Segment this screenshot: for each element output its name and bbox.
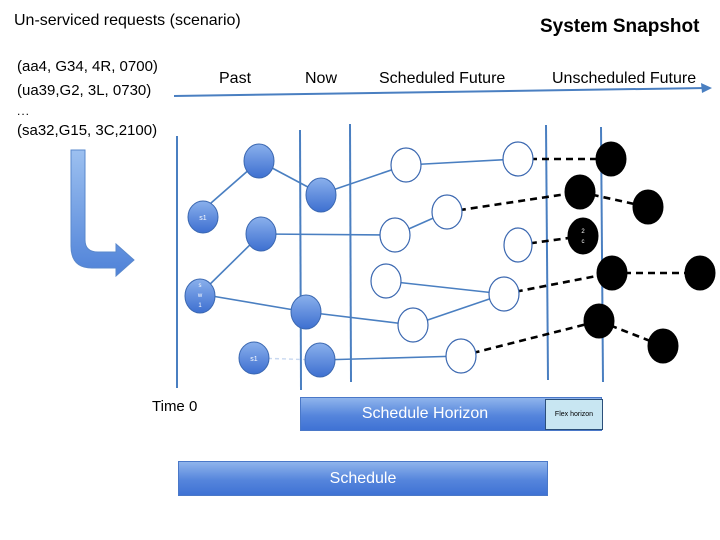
node-label-sw1: s bbox=[199, 283, 202, 289]
node-white bbox=[488, 276, 520, 312]
node-blue bbox=[304, 342, 336, 378]
now-line-left bbox=[299, 129, 302, 391]
node-blue bbox=[187, 200, 219, 234]
node-blue bbox=[290, 294, 322, 330]
phase-label-unscheduled-future: Unscheduled Future bbox=[552, 70, 697, 87]
solid-edges bbox=[199, 158, 519, 361]
request-ellipsis: ... bbox=[17, 104, 31, 118]
node-black bbox=[564, 174, 596, 210]
node-white bbox=[445, 338, 477, 374]
past-nodes bbox=[184, 143, 337, 378]
scenario-title: Un-serviced requests (scenario) bbox=[14, 12, 241, 29]
node-black bbox=[567, 217, 599, 255]
node-black bbox=[595, 141, 627, 177]
phase-label-scheduled-future: Scheduled Future bbox=[379, 70, 506, 87]
schedule-bar: Schedule bbox=[178, 461, 548, 496]
node-blue bbox=[305, 177, 337, 213]
node-label-s1: s1 bbox=[199, 215, 207, 222]
node-blue bbox=[184, 278, 216, 314]
request-item: (sa32,G15, 3C,2100) bbox=[17, 122, 158, 139]
snapshot-title: System Snapshot bbox=[540, 16, 700, 37]
node-black bbox=[647, 328, 679, 364]
node-label-sw1: 1 bbox=[198, 303, 202, 309]
boundary-lines bbox=[176, 123, 604, 391]
node-black bbox=[684, 255, 716, 291]
schedule-label: Schedule bbox=[329, 469, 397, 487]
node-black bbox=[596, 255, 628, 291]
node-blue bbox=[238, 341, 270, 375]
scheduled-nodes bbox=[370, 141, 534, 374]
time-zero-label: Time 0 bbox=[152, 398, 198, 415]
node-blue bbox=[243, 143, 275, 179]
node-white bbox=[503, 227, 533, 263]
unscheduled-nodes bbox=[564, 141, 716, 364]
schedule-horizon-label: Schedule Horizon bbox=[361, 405, 489, 422]
horizon-line bbox=[545, 124, 549, 381]
node-white bbox=[397, 307, 429, 343]
request-item: (ua39,G2, 3L, 0730) bbox=[17, 82, 152, 99]
node-label-2c: c bbox=[582, 239, 585, 245]
node-white bbox=[431, 194, 463, 230]
timeline-arrow bbox=[173, 83, 712, 97]
node-white bbox=[370, 263, 402, 299]
requests-flow-arrow bbox=[70, 149, 135, 278]
node-white bbox=[379, 217, 411, 253]
node-white bbox=[502, 141, 534, 177]
node-label-2c: 2 bbox=[581, 229, 585, 235]
phase-label-now: Now bbox=[305, 70, 338, 87]
node-black bbox=[632, 189, 664, 225]
request-item: (aa4, G34, 4R, 0700) bbox=[17, 58, 158, 75]
node-label-s1: s1 bbox=[250, 356, 258, 363]
flex-horizon-box: Flex horizon bbox=[545, 399, 603, 430]
node-blue bbox=[245, 216, 277, 252]
now-line-right bbox=[349, 123, 352, 383]
node-black bbox=[583, 303, 615, 339]
node-label-sw1: w bbox=[197, 293, 203, 299]
node-white bbox=[390, 147, 422, 183]
phase-label-past: Past bbox=[219, 70, 252, 87]
